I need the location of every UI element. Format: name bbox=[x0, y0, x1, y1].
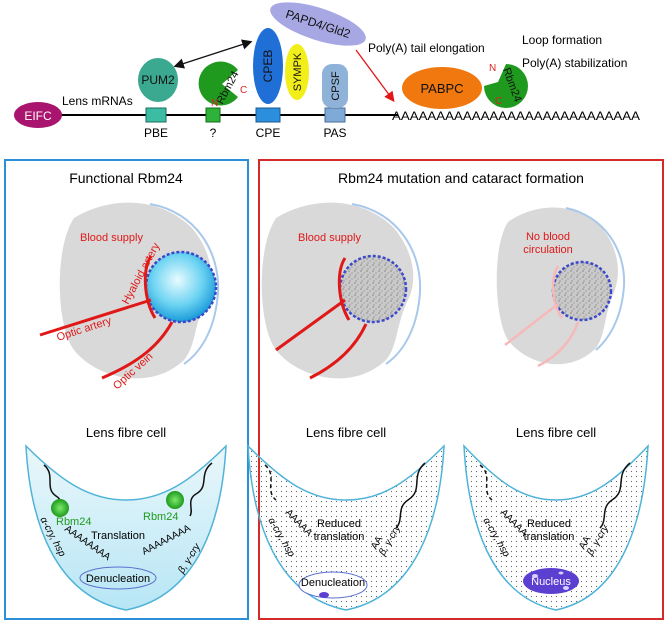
middle-fibre-cell bbox=[247, 444, 445, 611]
left-fibre-cell bbox=[25, 444, 227, 611]
rbm24-top-c: C bbox=[240, 85, 247, 96]
pas-element bbox=[324, 107, 346, 123]
right-hyaloid-vessel bbox=[551, 265, 564, 319]
rbm24-right-c: C bbox=[495, 96, 502, 107]
left-eye-rim bbox=[149, 203, 220, 365]
pas-label: PAS bbox=[323, 126, 346, 140]
cpeb-label: CPEB bbox=[261, 50, 275, 83]
middle-hyaloid-vessel bbox=[337, 257, 351, 321]
pum2-cpeb-arrow bbox=[173, 39, 253, 69]
left-fibre-title: Lens fibre cell bbox=[86, 425, 166, 440]
middle-mrna-dashed bbox=[264, 464, 277, 501]
translation-label: Translation bbox=[91, 530, 145, 542]
rbm24-protein-top bbox=[198, 61, 238, 106]
right-vein-vessel bbox=[537, 321, 580, 368]
polya-tail: AAAAAAAAAAAAAAAAAAAAAAAAAAAA bbox=[392, 109, 640, 123]
loop-formation-label: Loop formation bbox=[522, 33, 602, 47]
optic-vein-vessel bbox=[101, 321, 174, 380]
pabpc-label: PABPC bbox=[420, 81, 463, 96]
right-lens bbox=[551, 260, 613, 322]
nucleus-label: Nucleus bbox=[531, 576, 571, 588]
middle-lens bbox=[338, 254, 408, 324]
polya-stabilization-label: Poly(A) stabilization bbox=[522, 56, 627, 70]
rbm24-blob-left bbox=[51, 499, 69, 517]
middle-remnant-nucleus bbox=[319, 592, 329, 598]
left-mrna-wavy-right bbox=[189, 462, 213, 517]
middle-denucleation-label: Denucleation bbox=[301, 577, 365, 589]
middle-eye-rim bbox=[351, 203, 422, 365]
right-panel-title: Rbm24 mutation and cataract formation bbox=[338, 170, 584, 186]
middle-blood-supply-label: Blood supply bbox=[298, 232, 361, 244]
middle-reduced-2: translation bbox=[314, 531, 365, 543]
left-blood-supply-label: Blood supply bbox=[80, 232, 143, 244]
right-mrna-wavy bbox=[599, 462, 631, 529]
cpe-label: CPE bbox=[256, 126, 281, 140]
nucleus-spot-1 bbox=[532, 574, 538, 578]
right-fibre-title: Lens fibre cell bbox=[516, 425, 596, 440]
eifc-label: EIFC bbox=[24, 109, 52, 123]
rbm24-right-n: N bbox=[489, 63, 496, 74]
middle-denucleation-zone bbox=[298, 571, 368, 599]
middle-mrna-wavy bbox=[395, 462, 426, 529]
rbm24-fibre-right-label: Rbm24 bbox=[143, 511, 178, 523]
pum2-label: PUM2 bbox=[141, 73, 175, 87]
rbm24-fibre-left-label: Rbm24 bbox=[56, 516, 91, 528]
cpeb-protein bbox=[253, 28, 283, 104]
left-lens bbox=[144, 250, 218, 324]
right-mrna-dashed bbox=[479, 464, 493, 501]
hyaloid-artery-vessel bbox=[143, 255, 157, 319]
no-blood-label-1: No blood bbox=[526, 231, 570, 243]
cpsf-label: CPSF bbox=[330, 71, 342, 101]
unknown-element bbox=[205, 107, 221, 123]
middle-fibre-title: Lens fibre cell bbox=[306, 425, 386, 440]
middle-reduced-1: Reduced bbox=[317, 518, 361, 530]
right-fibre-cell bbox=[463, 443, 649, 611]
right-reduced-1: Reduced bbox=[527, 518, 571, 530]
pbe-element bbox=[145, 107, 167, 123]
left-panel-title: Functional Rbm24 bbox=[69, 170, 183, 186]
middle-vein-vessel bbox=[309, 323, 368, 380]
left-denucleation-label: Denucleation bbox=[86, 573, 150, 585]
right-panel-border bbox=[258, 159, 664, 620]
right-reduced-2: translation bbox=[524, 531, 575, 543]
no-blood-label-2: circulation bbox=[523, 244, 573, 256]
left-eye-cup bbox=[59, 202, 212, 379]
right-eye-rim bbox=[565, 207, 626, 351]
sympk-label: SYMPK bbox=[292, 52, 304, 91]
left-denucleation-zone bbox=[79, 566, 157, 590]
cpsf-protein bbox=[322, 64, 348, 108]
nucleus-spot-2 bbox=[563, 586, 569, 590]
pum2-protein bbox=[138, 58, 178, 102]
left-panel-border bbox=[4, 159, 249, 620]
rbm24-protein-right bbox=[484, 64, 528, 108]
nucleus-spot-3 bbox=[558, 571, 564, 575]
rbm24-top-n: N bbox=[211, 98, 218, 109]
sympk-protein bbox=[285, 44, 309, 100]
elongation-arrow bbox=[355, 49, 395, 103]
pbe-label: PBE bbox=[144, 126, 168, 140]
papd4-protein bbox=[270, 2, 366, 46]
eifc-cap bbox=[14, 102, 62, 128]
right-artery-vessel bbox=[504, 303, 559, 346]
pabpc-protein bbox=[402, 67, 482, 109]
lens-mrnas-label: Lens mRNAs bbox=[62, 94, 133, 108]
polya-elongation-label: Poly(A) tail elongation bbox=[368, 41, 485, 55]
cpe-element bbox=[255, 107, 281, 123]
unknown-element-label: ? bbox=[210, 126, 217, 140]
middle-artery-vessel bbox=[275, 298, 346, 352]
rbm24-blob-right bbox=[166, 491, 184, 509]
optic-artery-vessel bbox=[39, 298, 152, 337]
